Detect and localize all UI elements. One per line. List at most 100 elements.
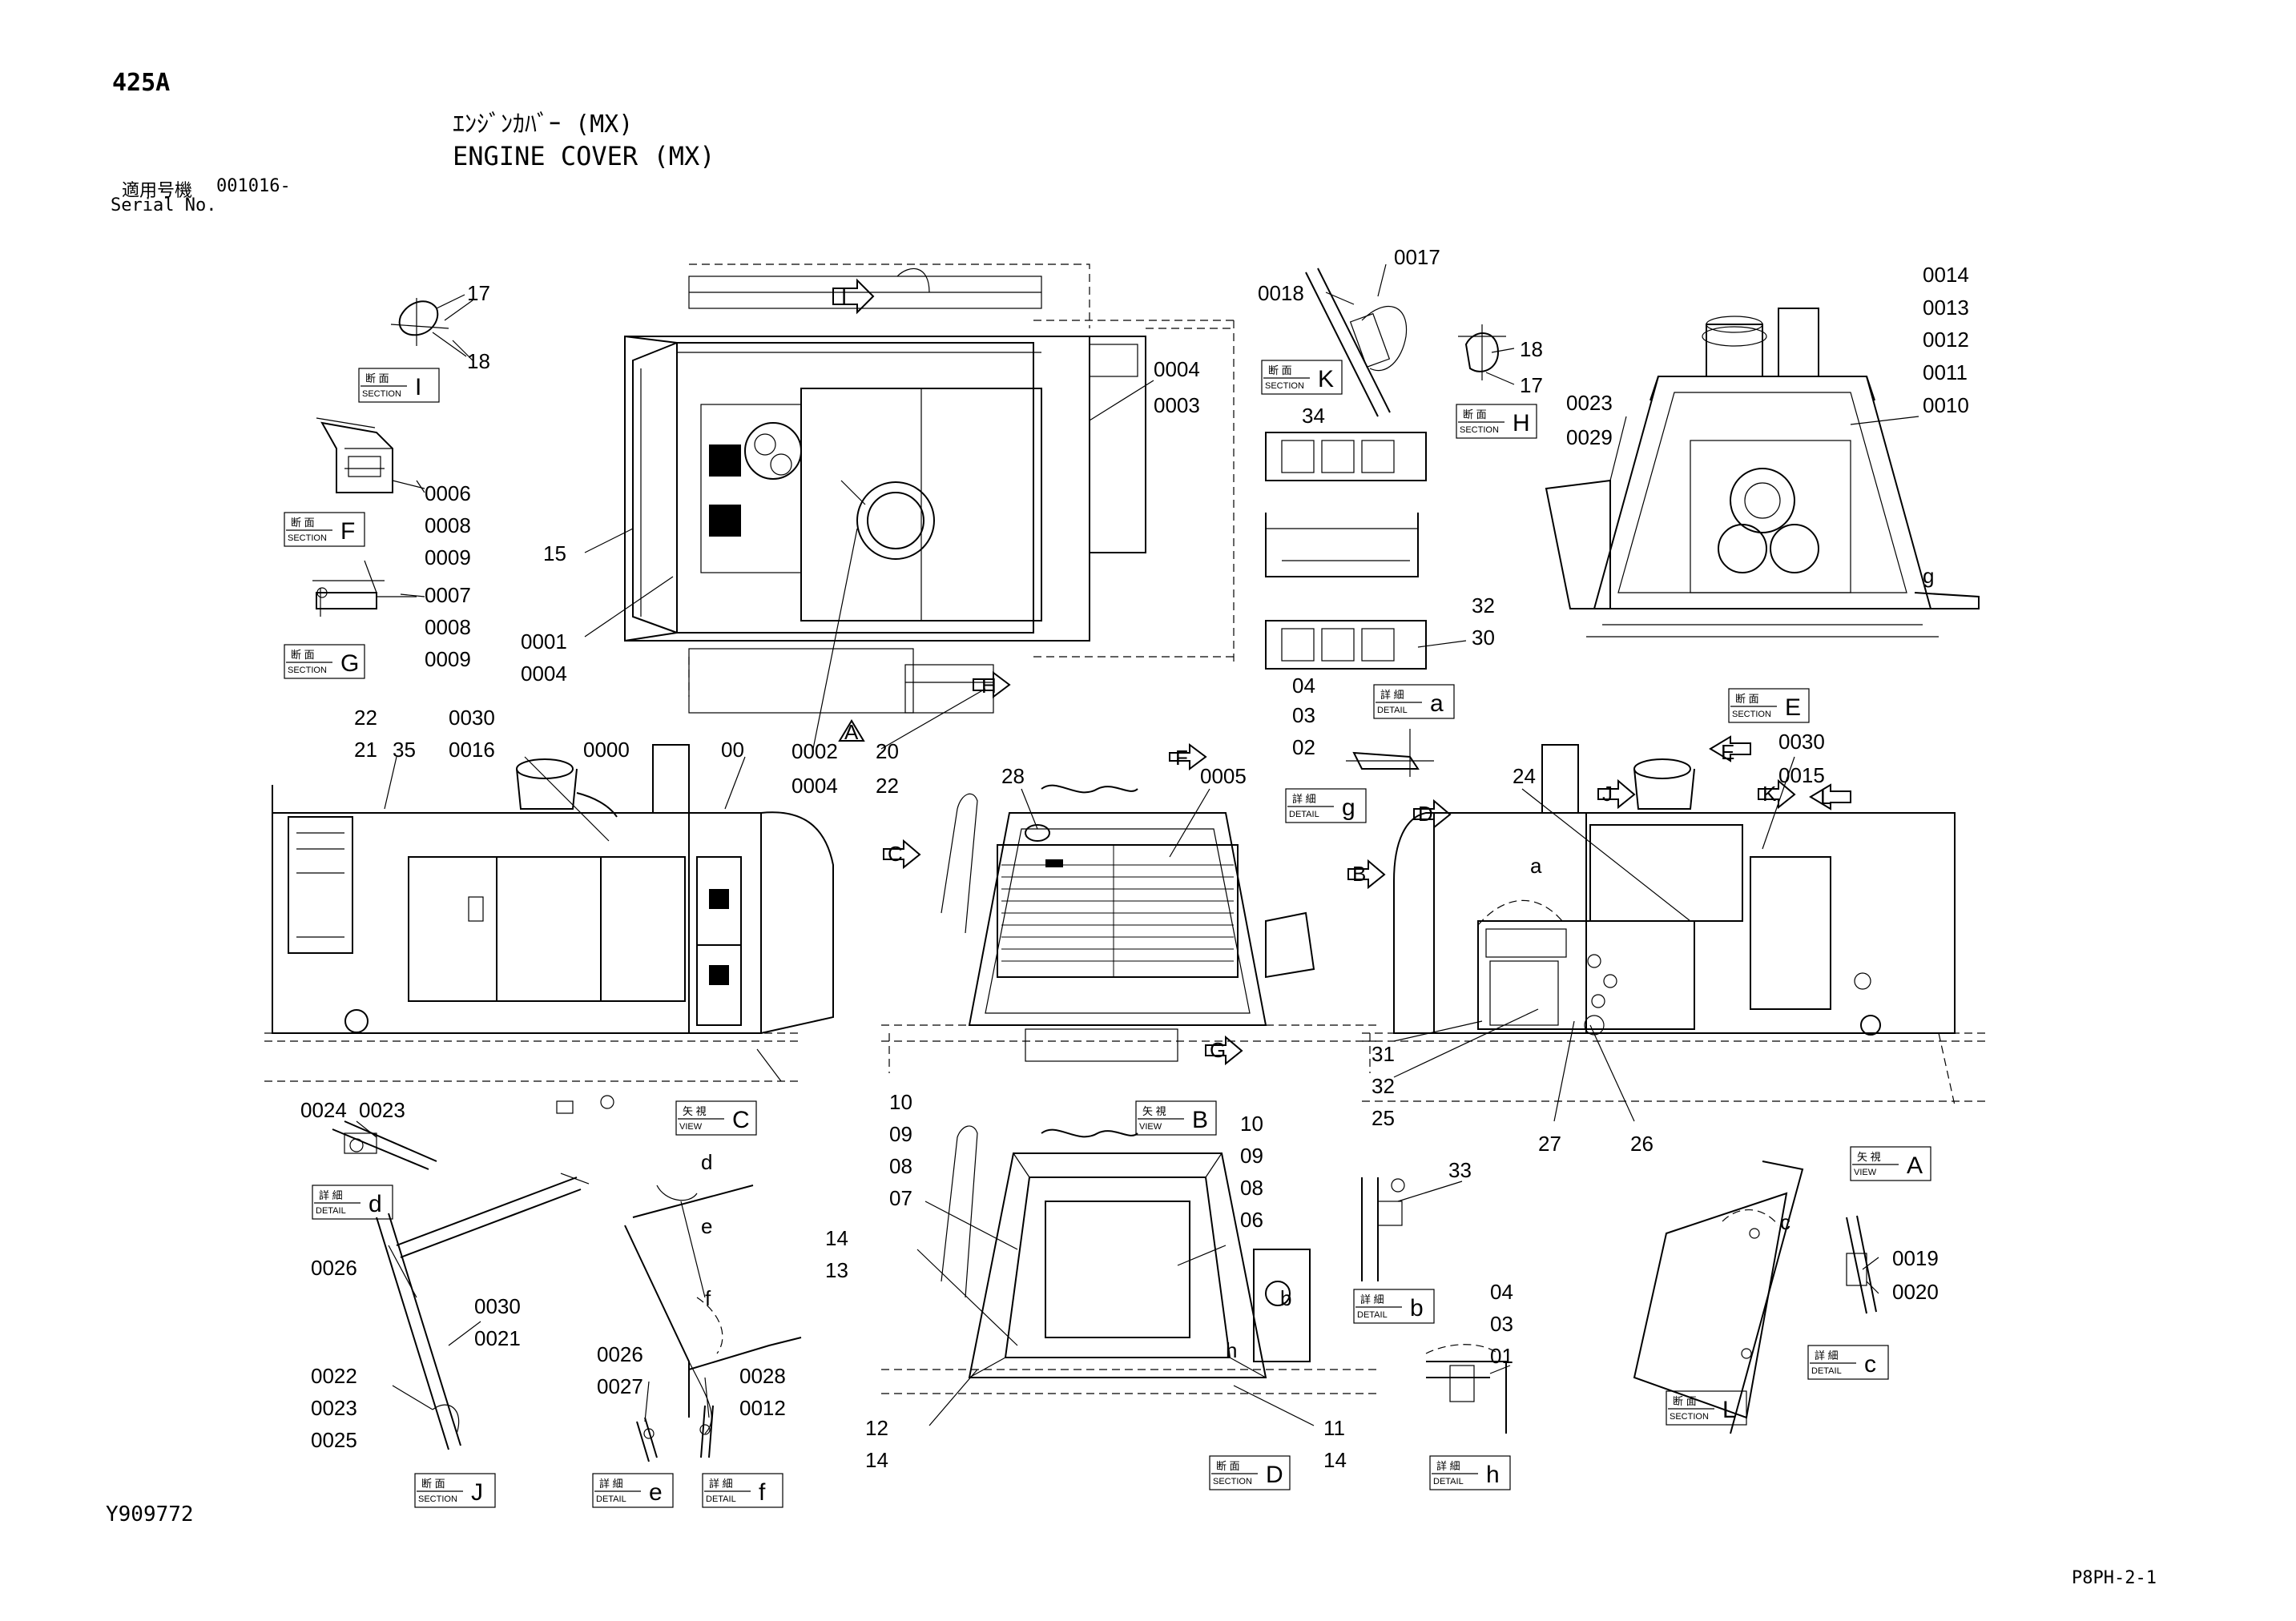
part-label: 11 — [1323, 1416, 1345, 1440]
detail-g-sketch — [1346, 729, 1434, 777]
part-label: 0022 — [311, 1364, 357, 1388]
part-label: 35 — [393, 738, 416, 762]
callout-type-jp: 断 面 — [291, 517, 315, 529]
section-f-sketch — [316, 417, 425, 493]
part-label: 0023 — [311, 1396, 357, 1420]
part-label: 18 — [467, 349, 490, 373]
part-label: 0026 — [311, 1256, 357, 1280]
part-label: 0020 — [1892, 1280, 1939, 1304]
part-label: 31 — [1372, 1042, 1395, 1066]
callout-type-en: SECTION — [1265, 381, 1304, 391]
callout-letter: c — [1864, 1351, 1876, 1378]
view-arrow-c: C — [883, 839, 921, 870]
callout-letter: B — [1192, 1107, 1208, 1133]
part-label: d — [701, 1150, 712, 1174]
callout-type-en: DETAIL — [596, 1494, 626, 1504]
callout-type-jp: 断 面 — [1735, 693, 1759, 705]
part-label: 0027 — [597, 1374, 643, 1398]
part-labels: 17 18 0006 0008 0009 0007 0008 0009 15 0… — [300, 245, 1969, 1472]
callout-frame — [284, 644, 365, 679]
callout-type-jp: 詳 細 — [599, 1478, 623, 1490]
view-arrow-k: K — [1758, 778, 1796, 810]
part-label: 0024 — [300, 1098, 347, 1122]
part-label: 17 — [467, 281, 490, 305]
part-label: 0004 — [521, 662, 567, 686]
callout-frame — [702, 1473, 783, 1508]
part-label: 0030 — [449, 706, 495, 730]
part-label: 14 — [1323, 1448, 1347, 1472]
model-number: 425A — [112, 69, 171, 97]
callout-type-jp: 詳 細 — [1815, 1349, 1839, 1362]
callout-type-en: SECTION — [362, 389, 401, 399]
callout-type-en: DETAIL — [706, 1494, 736, 1504]
view-arrow-l-letter: L — [1820, 785, 1831, 809]
leader-lines — [356, 263, 1919, 1426]
detail-d-sketch — [332, 1120, 437, 1170]
view-arrow-f: F — [1169, 743, 1207, 770]
view-arrow-i: I — [832, 278, 875, 315]
detail-f-sketch — [699, 1405, 714, 1458]
part-label: 0010 — [1923, 393, 1969, 417]
part-label: 0011 — [1923, 360, 1968, 384]
part-label: 0030 — [1778, 730, 1825, 754]
callout-letter: f — [759, 1479, 766, 1506]
callout-letter: g — [1342, 794, 1355, 821]
callout-type-en: VIEW — [1854, 1168, 1877, 1177]
callout-frame — [1728, 688, 1810, 723]
callout-frame — [1456, 404, 1537, 439]
part-label: 08 — [889, 1154, 912, 1178]
callout-frame — [284, 512, 365, 547]
part-label: 09 — [1240, 1144, 1263, 1168]
part-label: 28 — [1001, 764, 1025, 788]
detail-e-sketch — [636, 1417, 658, 1462]
section-g-sketch — [312, 560, 417, 617]
part-label: 0028 — [739, 1364, 786, 1388]
part-label: f — [705, 1286, 711, 1310]
callout-letter: C — [732, 1107, 750, 1133]
part-label: 0009 — [425, 647, 471, 671]
part-label: 0012 — [739, 1396, 786, 1420]
part-label: 0015 — [1778, 763, 1825, 787]
part-label: 0003 — [1154, 393, 1200, 417]
part-label: 0008 — [425, 513, 471, 537]
callout-letter: A — [1907, 1152, 1923, 1179]
view-arrow-k-letter: K — [1762, 782, 1777, 806]
part-label: 0023 — [359, 1098, 405, 1122]
part-label: 13 — [825, 1258, 848, 1282]
callout-type-en: SECTION — [288, 666, 327, 675]
callout-box: 詳 細 DETAIL f — [702, 1473, 783, 1508]
part-label: c — [1780, 1210, 1790, 1234]
detail-h-sketch — [1425, 1344, 1507, 1434]
section-h-sketch — [1458, 324, 1506, 380]
serial-value: 001016- — [216, 176, 291, 196]
part-label: 0007 — [425, 583, 471, 607]
part-label: 0026 — [597, 1342, 643, 1366]
callout-letter: L — [1722, 1397, 1736, 1423]
part-label: 0030 — [474, 1294, 521, 1318]
callout-type-jp: 詳 細 — [709, 1478, 733, 1490]
part-label: 34 — [1302, 404, 1325, 428]
callout-frame — [1429, 1455, 1511, 1490]
part-label: 0018 — [1258, 281, 1304, 305]
callout-letter: H — [1513, 410, 1530, 436]
callout-type-en: SECTION — [418, 1494, 457, 1504]
part-label: 09 — [889, 1122, 912, 1146]
callout-type-jp: 断 面 — [365, 372, 389, 384]
part-label: 06 — [1240, 1208, 1263, 1232]
callout-frame — [312, 1185, 393, 1220]
title-english: ENGINE COVER (MX) — [453, 141, 715, 171]
part-label: 0008 — [425, 615, 471, 639]
part-label: 0029 — [1566, 425, 1613, 449]
part-label: 27 — [1538, 1132, 1561, 1156]
part-label: g — [1923, 564, 1934, 588]
callout-type-jp: 矢 視 — [1142, 1105, 1166, 1117]
callout-type-en: DETAIL — [1811, 1366, 1842, 1376]
